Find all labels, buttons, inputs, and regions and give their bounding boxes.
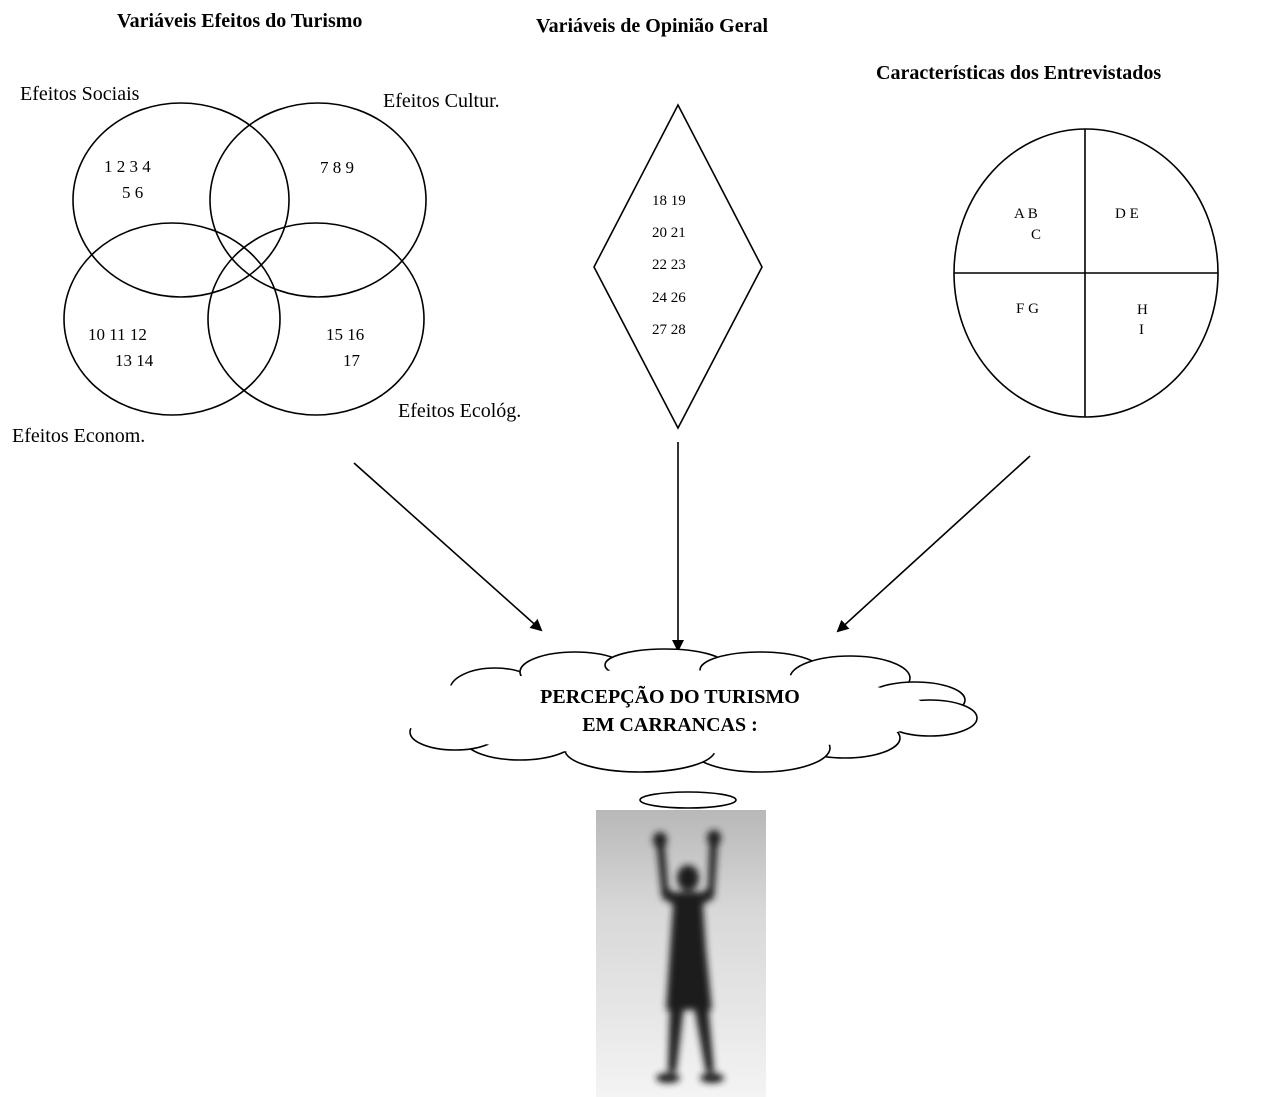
venn-circle-social (72, 102, 290, 298)
venn-economic-numbers-row2: 13 14 (115, 351, 154, 370)
quadrant-tl-row1: A B (1014, 206, 1038, 222)
label-social-effects: Efeitos Sociais (20, 83, 140, 105)
header-tourism-effects: Variáveis Efeitos do Turismo (117, 10, 363, 32)
arrows (353, 442, 1031, 652)
label-cultural-effects: Efeitos Cultur. (383, 90, 500, 112)
label-ecological-effects: Efeitos Ecológ. (398, 400, 522, 422)
quadrant-br-row2: I (1139, 322, 1144, 338)
arrow-right (836, 455, 1031, 633)
venn-cultural-numbers: 7 8 9 (320, 158, 354, 177)
venn-social-numbers-row2: 5 6 (122, 183, 144, 202)
opinion-diamond (593, 103, 763, 430)
venn-label-gaps (65, 109, 388, 380)
quadrant-bl-row1: F G (1016, 301, 1039, 317)
quadrant-tr-row1: D E (1115, 206, 1139, 222)
person-silhouette-icon (653, 830, 724, 1083)
venn-circle-economic (63, 222, 281, 416)
venn-ecological-numbers-row1: 15 16 (326, 325, 365, 344)
venn-diagram (63, 102, 427, 416)
diamond-row-3: 22 23 (652, 257, 686, 273)
header-general-opinion: Variáveis de Opinião Geral (536, 15, 769, 37)
cloud-text-line2: EM CARRANCAS : (582, 714, 758, 736)
venn-circle-cultural (209, 102, 427, 298)
person-silhouette-image (596, 810, 766, 1097)
label-economic-effects: Efeitos Econom. (12, 425, 146, 447)
respondent-circle (953, 128, 1219, 418)
arrow-left (353, 462, 543, 632)
thought-cloud (390, 648, 978, 773)
cloud-text-line1: PERCEPÇÃO DO TURISMO (540, 686, 800, 708)
diamond-row-4: 24 26 (652, 290, 686, 306)
header-respondents: Características dos Entrevistados (876, 62, 1162, 84)
venn-social-numbers-row1: 1 2 3 4 (104, 157, 151, 176)
venn-economic-numbers-row1: 10 11 12 (88, 325, 147, 344)
diamond-row-1: 18 19 (652, 193, 686, 209)
venn-circle-ecological (207, 222, 425, 416)
venn-ecological-numbers-row2: 17 (343, 351, 360, 370)
diamond-row-2: 20 21 (652, 225, 686, 241)
diamond-row-5: 27 28 (652, 322, 686, 338)
quadrant-tl-row2: C (1031, 227, 1042, 243)
quadrant-br-row1: H (1137, 302, 1148, 318)
